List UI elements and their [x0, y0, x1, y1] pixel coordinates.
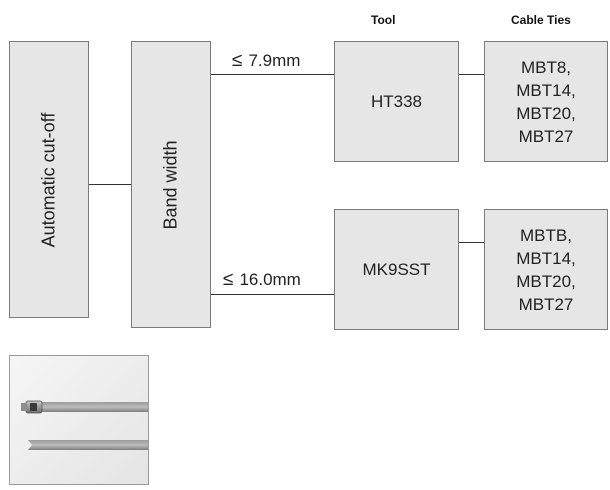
connector-tool-to-ties-2	[459, 242, 484, 243]
cable-tie-photo	[9, 355, 149, 485]
cable-tie-item: MBT27	[518, 294, 574, 314]
connector-branch-1	[211, 74, 334, 75]
automatic-cutoff-label: Automatic cut-off	[38, 112, 59, 247]
connector-branch-2	[211, 294, 334, 295]
tool-column-header: Tool	[371, 13, 396, 27]
band-width-value-1: 7.9mm	[248, 51, 301, 70]
tool-box-1: HT338	[334, 41, 459, 162]
band-width-limit-2: ≤16.0mm	[223, 269, 301, 291]
cable-tie-item: MBT8,	[520, 57, 572, 77]
cable-ties-box-2: MBTB, MBT14, MBT20, MBT27	[484, 209, 608, 330]
cable-ties-box-1: MBT8, MBT14, MBT20, MBT27	[484, 41, 608, 162]
connector-tool-to-ties-1	[459, 74, 484, 75]
cable-ties-list-1: MBT8, MBT14, MBT20, MBT27	[516, 56, 576, 148]
cable-tie-item: MBT14,	[516, 248, 576, 268]
tool-name-1: HT338	[370, 92, 423, 111]
band-width-value-2: 16.0mm	[239, 270, 301, 289]
cable-tie-item: MBTB,	[520, 225, 572, 245]
band-width-box: Band width	[131, 41, 211, 328]
cable-tie-item: MBT27	[518, 126, 574, 146]
cable-tie-item: MBT20,	[516, 103, 576, 123]
tool-name-2: MK9SST	[362, 260, 431, 279]
cable-tie-item: MBT20,	[516, 271, 576, 291]
band-width-limit-1: ≤7.9mm	[232, 50, 300, 72]
band-width-label: Band width	[160, 139, 181, 230]
cable-ties-list-2: MBTB, MBT14, MBT20, MBT27	[516, 224, 576, 316]
less-equal-icon: ≤	[232, 50, 243, 71]
cable-ties-column-header: Cable Ties	[511, 13, 571, 27]
automatic-cutoff-box: Automatic cut-off	[9, 41, 89, 318]
cable-tie-item: MBT14,	[516, 80, 576, 100]
cable-tie-icon	[10, 356, 148, 484]
tool-box-2: MK9SST	[334, 209, 459, 330]
connector-cutoff-to-bandwidth	[89, 184, 131, 185]
less-equal-icon: ≤	[223, 269, 234, 290]
